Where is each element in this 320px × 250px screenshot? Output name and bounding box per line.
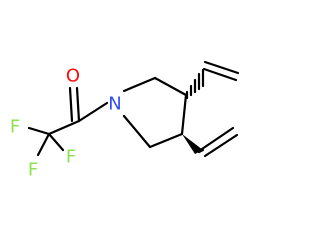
bond-ch2-ch-upper <box>153 76 188 97</box>
bond-lower-vinyl-2 <box>203 133 239 158</box>
bond-upper-vinyl-1 <box>202 67 238 82</box>
bond-upper-vinyl-2 <box>203 60 240 75</box>
atom-fluorine-bottom-left-label: F <box>28 160 38 181</box>
atom-fluorine-left-label: F <box>10 117 20 138</box>
bonds <box>27 60 240 158</box>
bond-cf3-f-bottom-right <box>47 132 65 152</box>
bond-ch-ch2-lower <box>148 132 184 149</box>
bond-n-ch2-upper <box>122 76 157 93</box>
bond-carbonyl-oxygen-a <box>75 86 81 123</box>
bond-n-carbonyl <box>77 101 109 123</box>
bond-carbonyl-oxygen-b <box>68 86 74 123</box>
molecule-structure: O N F F F <box>10 60 240 181</box>
atom-labels: O N F F F <box>10 66 122 181</box>
bond-ch2-n-lower <box>122 114 152 149</box>
bond-lower-vinyl-link <box>197 148 205 154</box>
upper-stereo-hashed-wedge <box>185 68 205 100</box>
bond-ch-ch-ring <box>180 93 188 136</box>
lower-stereo-solid-wedge <box>182 134 203 154</box>
atom-nitrogen-label: N <box>108 94 121 115</box>
bond-lower-vinyl-1 <box>200 126 235 151</box>
bond-carbonyl-cf3 <box>47 119 81 136</box>
bond-cf3-f-bottom-left <box>36 132 51 157</box>
atom-fluorine-bottom-right-label: F <box>66 147 76 168</box>
atom-oxygen-label: O <box>66 66 80 87</box>
bond-cf3-f-left <box>27 126 51 136</box>
